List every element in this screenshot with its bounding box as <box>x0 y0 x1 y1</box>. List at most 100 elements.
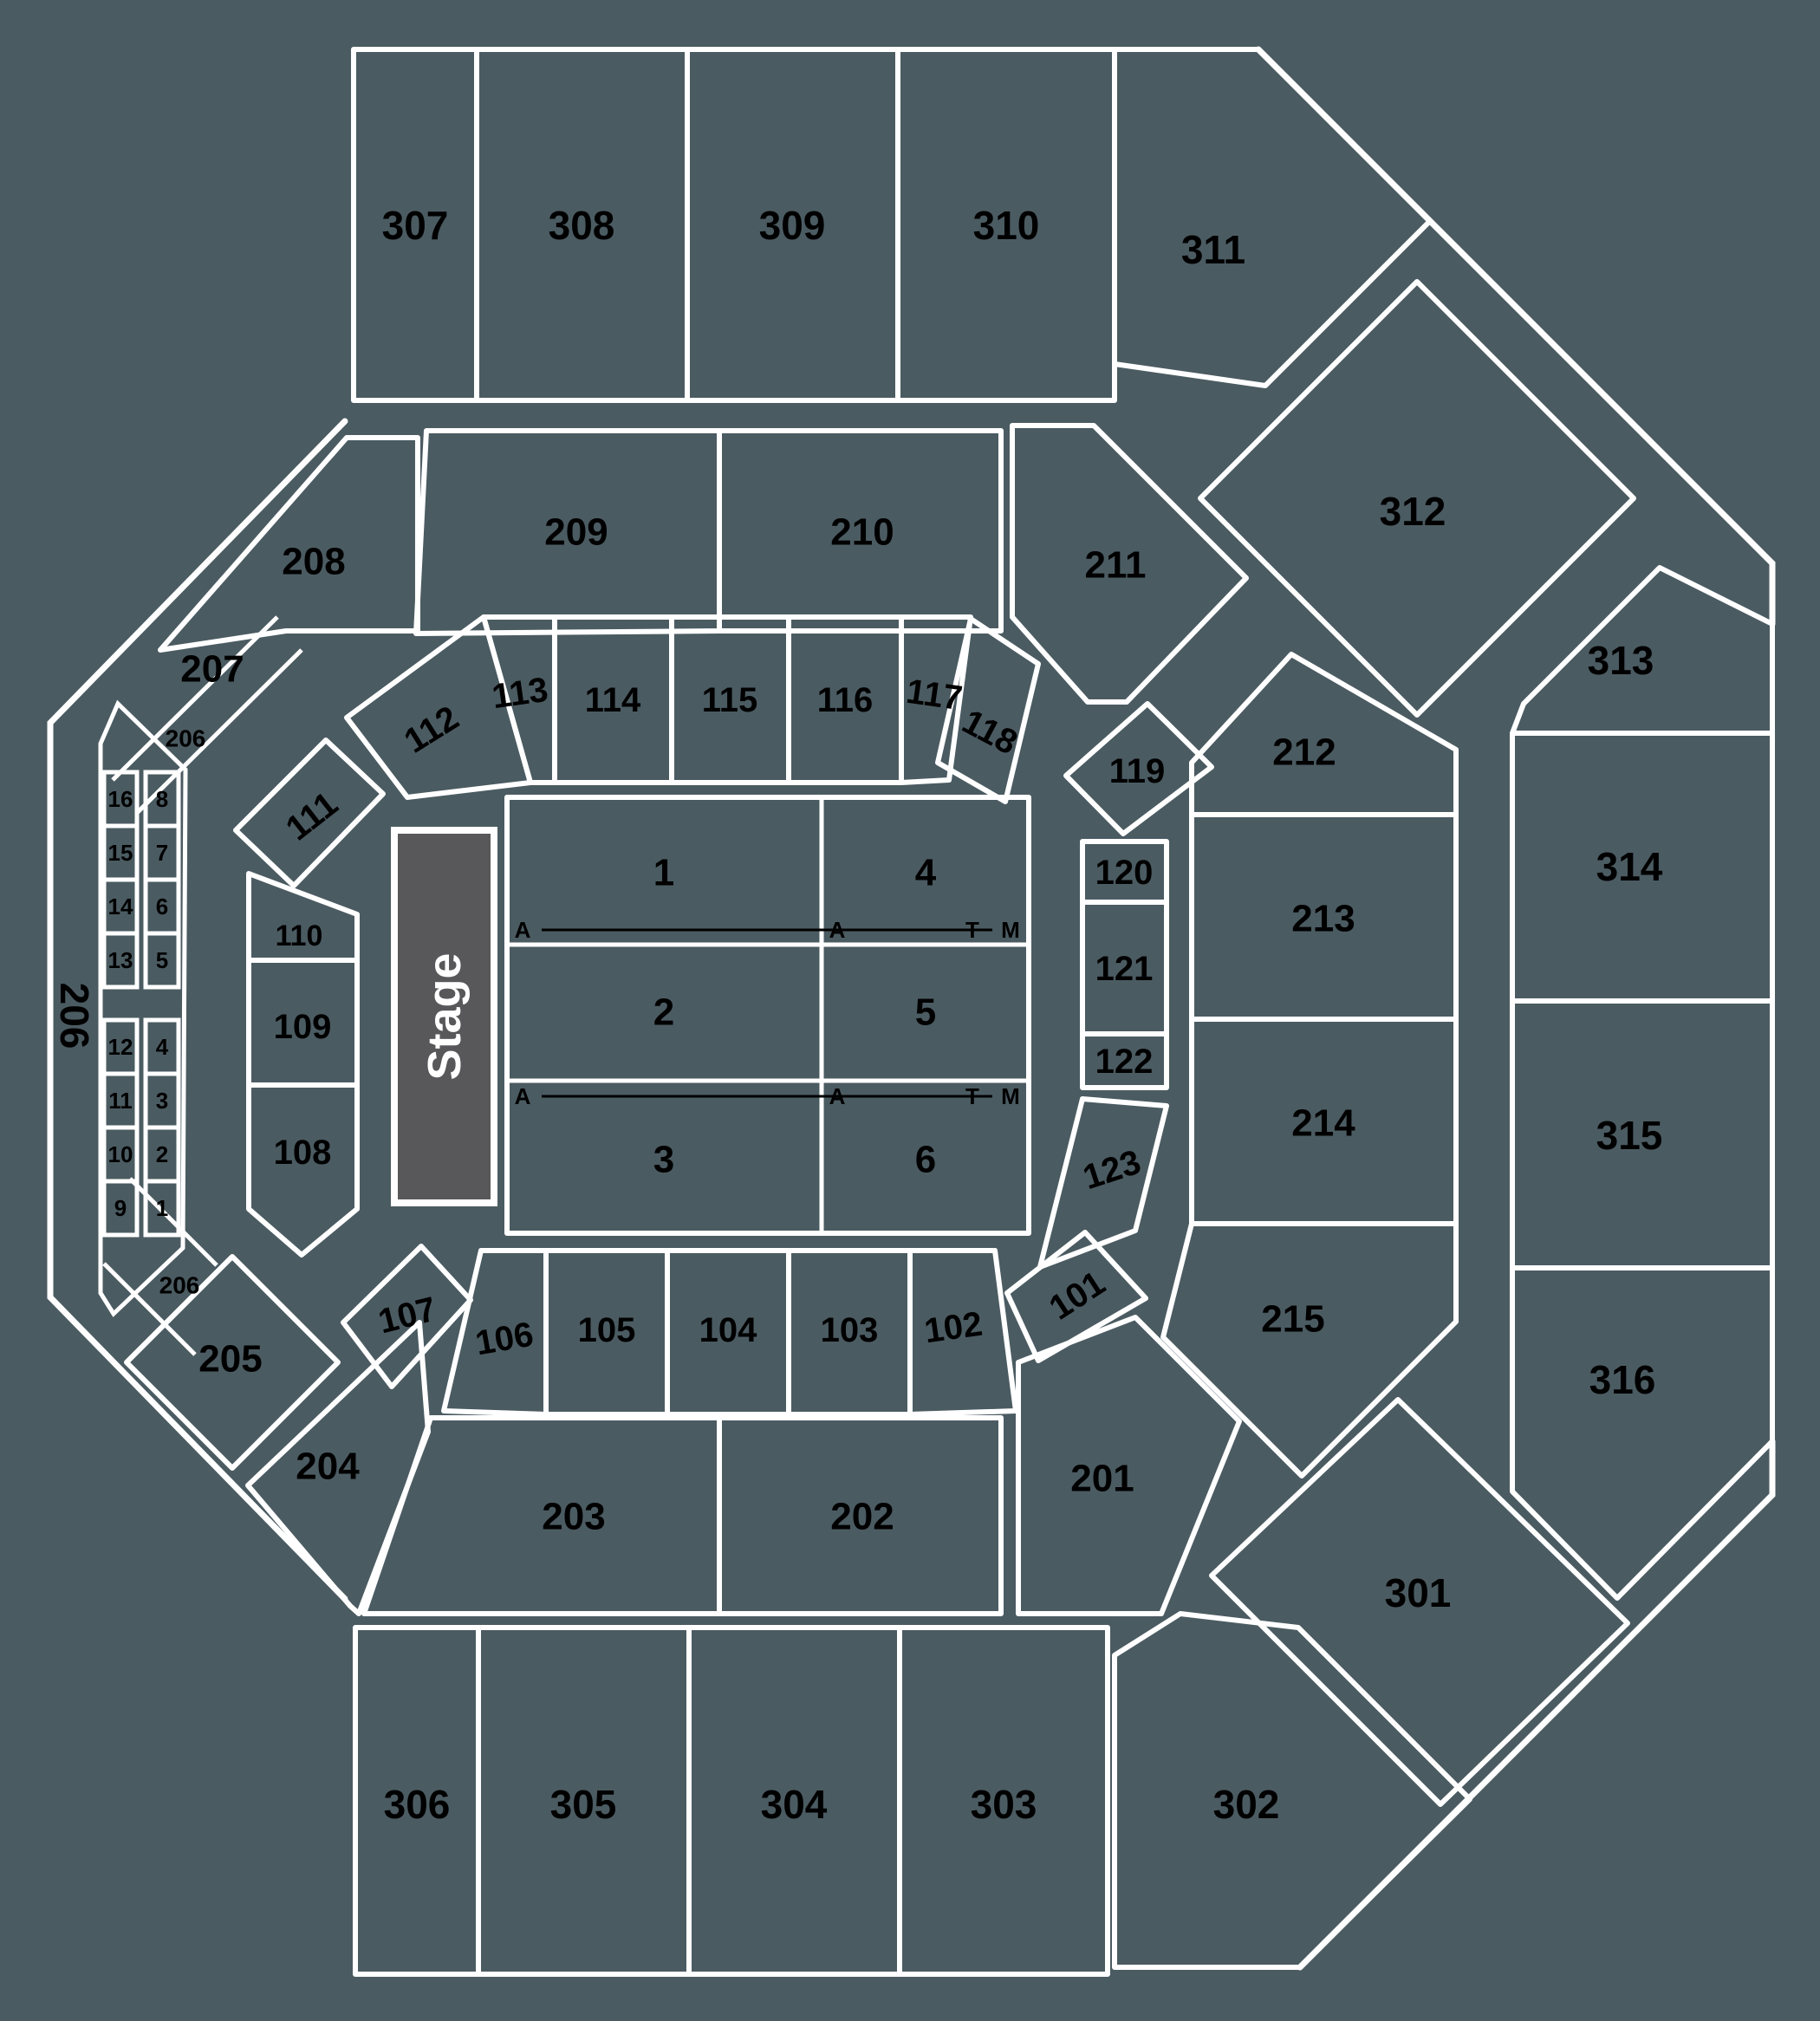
label-201: 201 <box>1070 1458 1134 1500</box>
seat-box-label-10: 10 <box>108 1141 133 1167</box>
row-start-label: A <box>829 917 846 943</box>
section-111[interactable] <box>233 738 386 888</box>
label-302: 302 <box>1213 1782 1280 1827</box>
label-306: 306 <box>384 1782 451 1827</box>
stage <box>391 827 497 1206</box>
label-314: 314 <box>1596 844 1663 889</box>
seat-box-label-6: 6 <box>156 894 168 920</box>
seat-box-label-14: 14 <box>108 894 133 920</box>
label-206-side: 206 <box>52 983 97 1049</box>
label-204: 204 <box>296 1446 360 1488</box>
label-104: 104 <box>699 1311 757 1349</box>
section-110[interactable] <box>246 871 360 963</box>
label-202: 202 <box>830 1496 894 1538</box>
outer-edge-bottom-right <box>1297 1438 1776 1971</box>
seat-box-label-15: 15 <box>108 840 133 866</box>
label-109: 109 <box>274 1008 332 1046</box>
seat-box-1[interactable] <box>143 1179 181 1238</box>
section-211[interactable] <box>1010 423 1249 705</box>
stage-group: Stage <box>391 827 497 1206</box>
section-210[interactable] <box>717 428 1004 634</box>
label-119: 119 <box>1109 752 1166 790</box>
row-markers-1: A T A M <box>515 917 1020 943</box>
label-111: 111 <box>279 784 345 848</box>
row-end-label: M <box>1001 917 1020 943</box>
label-303: 303 <box>971 1782 1037 1827</box>
section-201[interactable] <box>1016 1315 1242 1616</box>
row-end-label: M <box>1001 1083 1020 1109</box>
row-start-label: A <box>515 1083 531 1109</box>
section-106[interactable] <box>441 1248 549 1417</box>
label-206-top: 206 <box>166 725 206 752</box>
label-309: 309 <box>759 203 826 248</box>
seat-box-9[interactable] <box>101 1179 140 1238</box>
label-211: 211 <box>1085 544 1147 587</box>
label-307: 307 <box>382 203 449 248</box>
section-123[interactable] <box>1037 1096 1169 1270</box>
band-206-bottom-edge2 <box>102 1262 197 1356</box>
section-312[interactable] <box>1198 279 1636 718</box>
label-floor-6: 6 <box>915 1139 936 1181</box>
section-204[interactable] <box>245 1320 431 1616</box>
section-119[interactable] <box>1063 701 1214 836</box>
row-markers-2: A T A M <box>515 1083 1020 1109</box>
row-start-label: A <box>515 917 531 943</box>
outer-edge-top-right <box>1255 46 1776 627</box>
inner-ring <box>233 614 1214 1417</box>
seat-box-label-16: 16 <box>108 786 133 812</box>
seat-box-label-11: 11 <box>108 1088 133 1114</box>
seat-box-label-12: 12 <box>108 1034 133 1060</box>
label-315: 315 <box>1596 1113 1663 1158</box>
outer-ring <box>351 47 1775 1977</box>
section-316[interactable] <box>1510 1265 1775 1601</box>
section-117[interactable] <box>899 614 973 785</box>
seat-box-label-5: 5 <box>156 947 168 973</box>
label-214: 214 <box>1291 1102 1355 1145</box>
section-122[interactable] <box>1080 1031 1169 1090</box>
label-103: 103 <box>821 1311 879 1349</box>
seat-box-13[interactable] <box>101 931 140 990</box>
section-labels: 307 308 309 310 311 312 313 314 315 316 … <box>52 203 1663 1827</box>
label-209: 209 <box>544 511 608 554</box>
label-107: 107 <box>374 1290 439 1342</box>
label-312: 312 <box>1380 489 1446 534</box>
outer-edge-left <box>47 418 348 1602</box>
seat-box-label-2: 2 <box>156 1141 168 1167</box>
section-313[interactable] <box>1510 565 1775 736</box>
section-311[interactable] <box>1112 47 1433 388</box>
section-107[interactable] <box>341 1244 473 1389</box>
label-213: 213 <box>1291 898 1355 940</box>
seat-box-label-13: 13 <box>108 947 133 973</box>
label-114: 114 <box>585 681 641 719</box>
label-123: 123 <box>1078 1143 1145 1197</box>
label-115: 115 <box>702 681 758 719</box>
floor: A T A M A T A M <box>504 795 1031 1236</box>
label-313: 313 <box>1588 638 1654 683</box>
section-215[interactable] <box>1160 1221 1459 1478</box>
seat-box-outline <box>98 699 188 1317</box>
section-208[interactable] <box>158 435 420 653</box>
section-118[interactable] <box>935 616 1041 804</box>
label-108: 108 <box>274 1134 332 1172</box>
row-start-label: A <box>829 1083 846 1109</box>
section-101[interactable] <box>1004 1230 1148 1363</box>
section-205[interactable] <box>124 1254 341 1471</box>
label-311: 311 <box>1181 227 1245 272</box>
label-floor-3: 3 <box>653 1139 674 1181</box>
label-112: 112 <box>398 699 465 761</box>
section-303[interactable] <box>897 1625 1110 1977</box>
label-118: 118 <box>956 702 1024 762</box>
label-121: 121 <box>1095 950 1154 988</box>
label-203: 203 <box>542 1496 605 1538</box>
label-floor-4: 4 <box>915 852 937 894</box>
seat-box-label-3: 3 <box>156 1088 168 1114</box>
label-116: 116 <box>817 681 874 719</box>
label-316: 316 <box>1589 1357 1656 1402</box>
seat-box-5[interactable] <box>143 931 181 990</box>
band-206-bottom-edge1 <box>128 1177 218 1267</box>
section-301[interactable] <box>1209 1397 1630 1807</box>
section-302[interactable] <box>1112 1611 1472 1970</box>
label-304: 304 <box>761 1782 828 1827</box>
